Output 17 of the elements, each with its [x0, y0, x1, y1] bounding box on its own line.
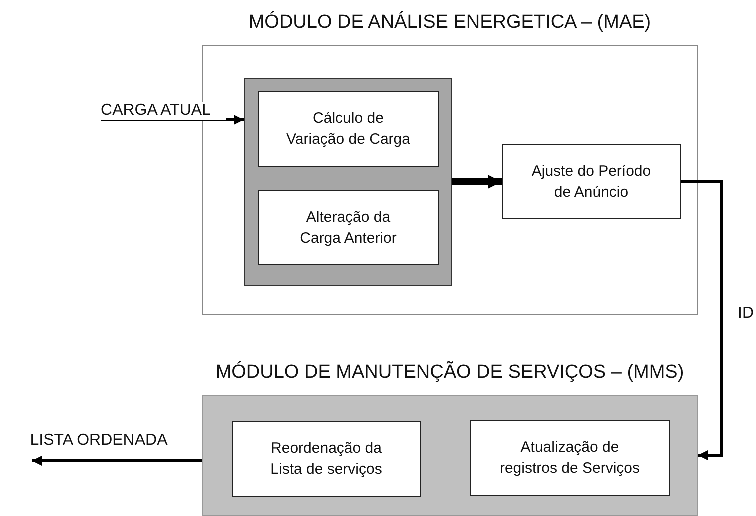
process-box: [258, 91, 439, 167]
box-label: Cálculo de Variação de Carga: [286, 109, 412, 150]
group-panel: [244, 78, 452, 286]
process-box: [502, 144, 681, 219]
arrow: [681, 180, 724, 460]
arrow: [452, 175, 502, 189]
arrow: [32, 456, 202, 466]
box-label: Alteração da Carga Anterior: [299, 208, 398, 248]
box-label: Ajuste do Período de Anúncio: [530, 162, 652, 202]
module-heading: MÓDULO DE ANÁLISE ENERGETICA – (MAE): [248, 12, 652, 34]
box-label: Atualização de registros de Serviços: [498, 438, 642, 479]
arrow: [101, 115, 244, 125]
module-heading: MÓDULO DE MANUTENÇÃO DE SERVIÇOS – (MMS): [214, 362, 686, 384]
box-label: Reordenação da Lista de serviços: [270, 439, 384, 480]
process-box: [258, 190, 439, 265]
process-box: [232, 421, 421, 497]
process-box: [470, 420, 670, 496]
